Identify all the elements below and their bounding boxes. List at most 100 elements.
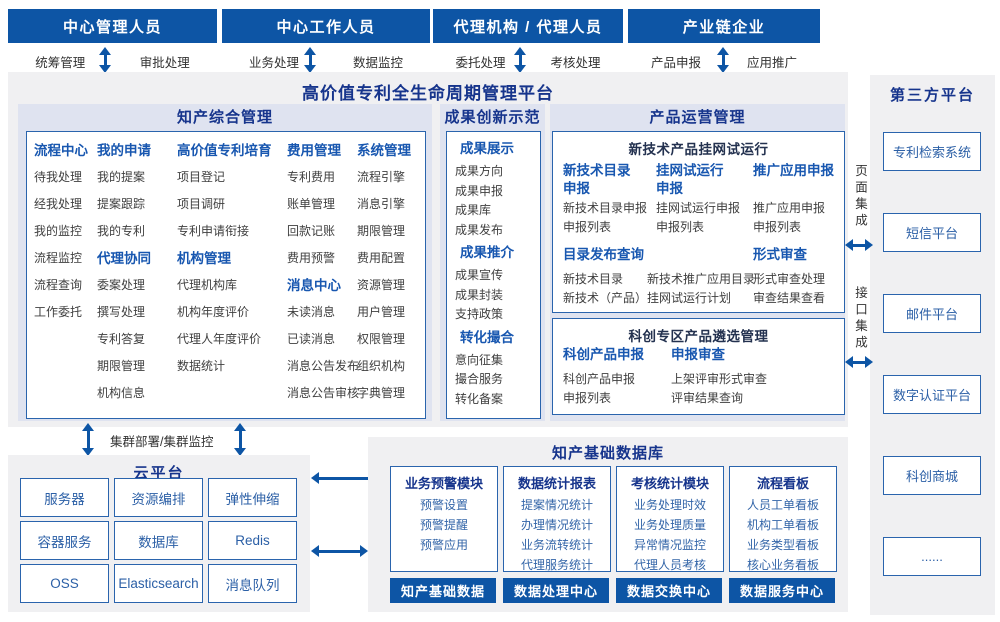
actor-roles: 委托处理 考核处理 — [433, 52, 623, 71]
group-heading: 转化撮合 — [460, 329, 514, 345]
ops-items: 新技术目录申报申报列表 — [563, 199, 655, 237]
menu-item: 审查结果查看 — [753, 291, 826, 305]
third-party-panel: 第三方平台 专利检索系统短信平台邮件平台数字认证平台科创商城...... — [870, 75, 995, 615]
menu-item: 成果发布 — [455, 222, 504, 237]
module-items: 预警设置预警提醒预警应用 — [391, 495, 497, 555]
menu-item: 消息公告审核 — [287, 386, 360, 400]
menu-item: 申报列表 — [563, 391, 612, 405]
up-down-arrow-icon — [81, 423, 95, 456]
menu-item: 业务处理时效 — [633, 498, 706, 512]
section-title: 知产综合管理 — [176, 109, 273, 126]
menu-item: 流程引擎 — [357, 170, 406, 184]
menu-item: 代理机构库 — [177, 278, 238, 292]
ops-items: 上架评审形式审查评审结果查询 — [671, 370, 836, 408]
menu-item: 组织机构 — [357, 359, 406, 373]
menu-item: 代理人年度评价 — [177, 332, 262, 346]
menu-item: 专利费用 — [287, 170, 336, 184]
module-items: 业务处理时效业务处理质量异常情况监控代理人员考核 — [617, 495, 723, 575]
menu-item: 项目登记 — [177, 170, 226, 184]
section-ip-management: 知产综合管理 流程中心待我处理经我处理我的监控流程监控流程查询工作委托 我的申请… — [18, 104, 432, 421]
menu-item: 字典管理 — [357, 386, 406, 400]
ip-column-my-applications: 我的申请我的提案提案跟踪我的专利代理协同委案处理撰写处理专利答复期限管理机构信息 — [97, 137, 177, 407]
menu-item: 异常情况监控 — [633, 538, 706, 552]
menu-item: 新技术推广应用目录 — [647, 272, 756, 286]
cloud-service-box: 资源编排 — [114, 478, 203, 517]
third-party-box: ...... — [883, 537, 981, 576]
menu-item: 转化备案 — [455, 391, 504, 406]
catalog-publish-query: 目录发布查询 新技术目录 新技术推广应用目录 新技术（产品）挂网试运行计划 — [563, 246, 755, 308]
menu-item: 工作委托 — [34, 305, 83, 319]
third-party-box: 专利检索系统 — [883, 132, 981, 171]
menu-item: 机构信息 — [97, 386, 146, 400]
menu-item: 意向征集 — [455, 352, 504, 367]
module-items: 人员工单看板机构工单看板业务类型看板核心业务看板 — [730, 495, 836, 575]
selection-box-title: 科创专区产品遴选管理 — [628, 329, 769, 344]
ip-management-box: 流程中心待我处理经我处理我的监控流程监控流程查询工作委托 我的申请我的提案提案跟… — [26, 131, 426, 419]
cloud-service-box: 弹性伸缩 — [208, 478, 297, 517]
actor-center-managers: 中心管理人员 统筹管理 审批处理 — [8, 9, 217, 73]
module-statistics-report: 数据统计报表 提案情况统计办理情况统计业务流转统计代理服务统计 — [503, 466, 611, 572]
cloud-platform-title: 云平台 — [133, 465, 185, 482]
group-heading: 新技术目录 申报 — [563, 163, 631, 196]
bar-data-service-center: 数据服务中心 — [729, 578, 835, 603]
menu-item: 申报列表 — [656, 220, 705, 234]
menu-item: 经我处理 — [34, 197, 83, 211]
module-business-warning: 业务预警模块 预警设置预警提醒预警应用 — [390, 466, 498, 572]
third-party-list: 专利检索系统短信平台邮件平台数字认证平台科创商城...... — [883, 132, 981, 576]
menu-item: 成果宣传 — [455, 268, 504, 282]
left-arrow-icon — [311, 471, 369, 485]
cloud-service-box: 容器服务 — [20, 521, 109, 560]
achievement-list: 成果展示成果方向成果申报成果库成果发布成果推介成果宣传成果封装支持政策转化撮合意… — [447, 136, 540, 409]
ip-column-system-management: 系统管理流程引擎消息引擎期限管理费用配置资源管理用户管理权限管理组织机构字典管理 — [357, 137, 423, 407]
ops-column-sci-tech-product: 科创产品申报 科创产品申报申报列表 — [563, 346, 673, 408]
third-party-box: 数字认证平台 — [883, 375, 981, 414]
platform-title: 高价值专利全生命周期管理平台 — [302, 84, 554, 103]
section-product-operation: 产品运营管理 新技术产品挂网试运行 新技术目录 申报 新技术目录申报申报列表 挂… — [550, 104, 845, 421]
group-heading: 消息中心 — [287, 278, 341, 293]
section-achievement-demo: 成果创新示范 成果展示成果方向成果申报成果库成果发布成果推介成果宣传成果封装支持… — [440, 104, 545, 421]
third-party-box: 科创商城 — [883, 456, 981, 495]
module-title: 数据统计报表 — [517, 476, 596, 491]
group-heading: 目录发布查询 — [563, 247, 644, 262]
menu-item: 科创产品申报 — [563, 372, 636, 386]
bar-data-exchange-center: 数据交换中心 — [616, 578, 722, 603]
menu-item: 期限管理 — [357, 224, 406, 238]
group-heading: 挂网试运行 申报 — [656, 163, 724, 196]
menu-item: 人员工单看板 — [746, 498, 819, 512]
api-integration-label: 接口集成 — [853, 286, 867, 352]
menu-item: 成果封装 — [455, 287, 504, 302]
actor-roles: 产品申报 应用推广 — [628, 52, 820, 71]
menu-item: 新技术目录 — [563, 272, 624, 286]
page-integration-label: 页面集成 — [853, 164, 867, 230]
menu-item: 新技术（产品）挂网试运行计划 — [563, 291, 732, 305]
ops-items: 形式审查处理审查结果查看 — [753, 270, 841, 308]
menu-item: 费用配置 — [357, 251, 406, 265]
group-heading: 系统管理 — [357, 143, 411, 158]
menu-item: 机构工单看板 — [746, 518, 819, 532]
group-heading: 高价值专利培育 — [177, 143, 272, 158]
menu-item: 资源管理 — [357, 278, 406, 292]
ops-column-new-tech-catalog: 新技术目录 申报 新技术目录申报申报列表 — [563, 162, 655, 237]
up-down-arrow-icon — [233, 423, 247, 456]
actor-industry-chain: 产业链企业 产品申报 应用推广 — [628, 9, 820, 73]
group-heading: 机构管理 — [177, 251, 231, 266]
formal-review: 形式审查 形式审查处理审查结果查看 — [753, 246, 841, 308]
menu-item: 机构年度评价 — [177, 305, 250, 319]
menu-item: 代理服务统计 — [520, 558, 593, 572]
cloud-service-box: 消息队列 — [208, 564, 297, 603]
menu-item: 推广应用申报 — [753, 201, 826, 215]
cloud-service-box: 服务器 — [20, 478, 109, 517]
platform-panel: 高价值专利全生命周期管理平台 知产综合管理 流程中心待我处理经我处理我的监控流程… — [8, 72, 848, 427]
menu-item: 成果库 — [455, 203, 492, 217]
up-down-arrow-icon — [303, 47, 317, 73]
sci-tech-selection-box: 科创专区产品遴选管理 科创产品申报 科创产品申报申报列表 申报审查 上架评审形式… — [552, 318, 845, 415]
menu-item: 专利答复 — [97, 332, 146, 346]
menu-item: 流程查询 — [34, 278, 83, 292]
module-assessment-statistics: 考核统计模块 业务处理时效业务处理质量异常情况监控代理人员考核 — [616, 466, 724, 572]
menu-item: 撮合服务 — [455, 372, 504, 386]
third-party-title: 第三方平台 — [889, 87, 975, 104]
ip-column-patent-cultivation: 高价值专利培育项目登记项目调研专利申请衔接机构管理代理机构库机构年度评价代理人年… — [177, 137, 287, 380]
menu-item: 已读消息 — [287, 332, 336, 346]
actor-role-left: 委托处理 — [455, 56, 506, 70]
